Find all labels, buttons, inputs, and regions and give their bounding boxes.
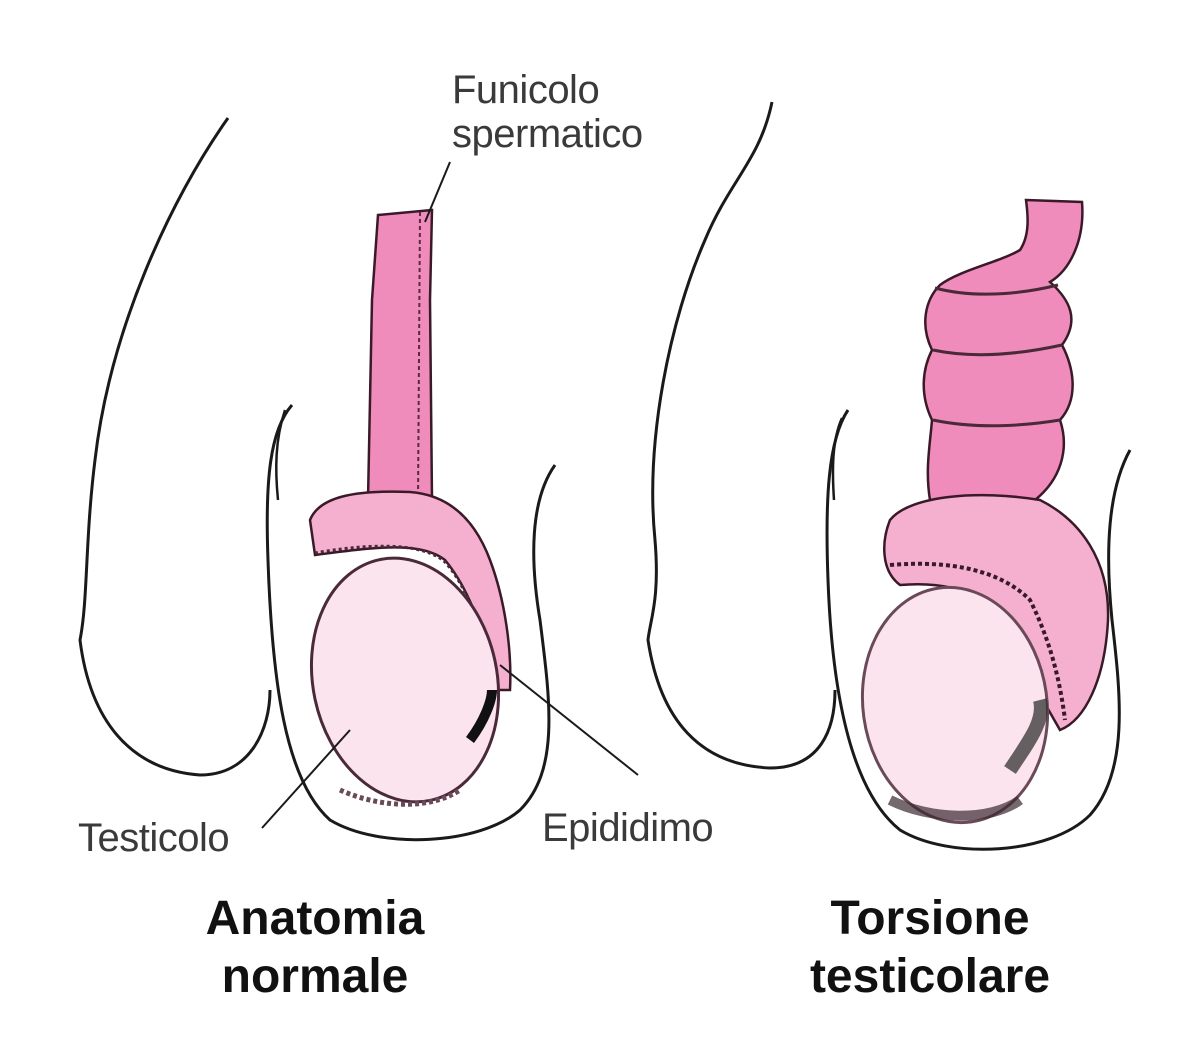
label-epididymis: Epididimo: [542, 806, 714, 850]
leader-line-cord: [424, 161, 451, 223]
epididymis: [308, 490, 512, 692]
leader-line-epididymis: [499, 664, 639, 776]
label-cord-line2: spermatico: [452, 112, 643, 156]
scrotum-inner-line: [275, 409, 287, 501]
title-torsion-line1: Torsione: [830, 892, 1030, 945]
title-normal-line1: Anatomia: [205, 892, 425, 945]
title-normal-anatomy: Anatomia normale: [180, 890, 450, 1006]
twisted-epididymis: [883, 493, 1110, 732]
title-normal-line2: normale: [221, 950, 409, 1003]
scrotum-outline-torsion: [825, 409, 1132, 851]
label-cord-line1: Funicolo: [452, 68, 600, 112]
left-thigh-outline: [78, 117, 272, 777]
twisted-spermatic-cord: [922, 198, 1084, 502]
panel-normal-anatomy: [78, 117, 639, 842]
leader-line-testicle: [261, 729, 351, 829]
right-thigh-outline: [646, 101, 837, 770]
title-testicular-torsion: Torsione testicolare: [780, 890, 1080, 1006]
label-spermatic-cord: Funicolo spermatico: [452, 68, 643, 156]
scrotum-outline: [265, 404, 557, 842]
testicle-torsion: [860, 585, 1050, 825]
label-testicle: Testicolo: [78, 816, 230, 860]
title-torsion-line2: testicolare: [809, 950, 1051, 1003]
panel-torsion: [646, 101, 1132, 851]
spermatic-cord: [366, 208, 434, 502]
